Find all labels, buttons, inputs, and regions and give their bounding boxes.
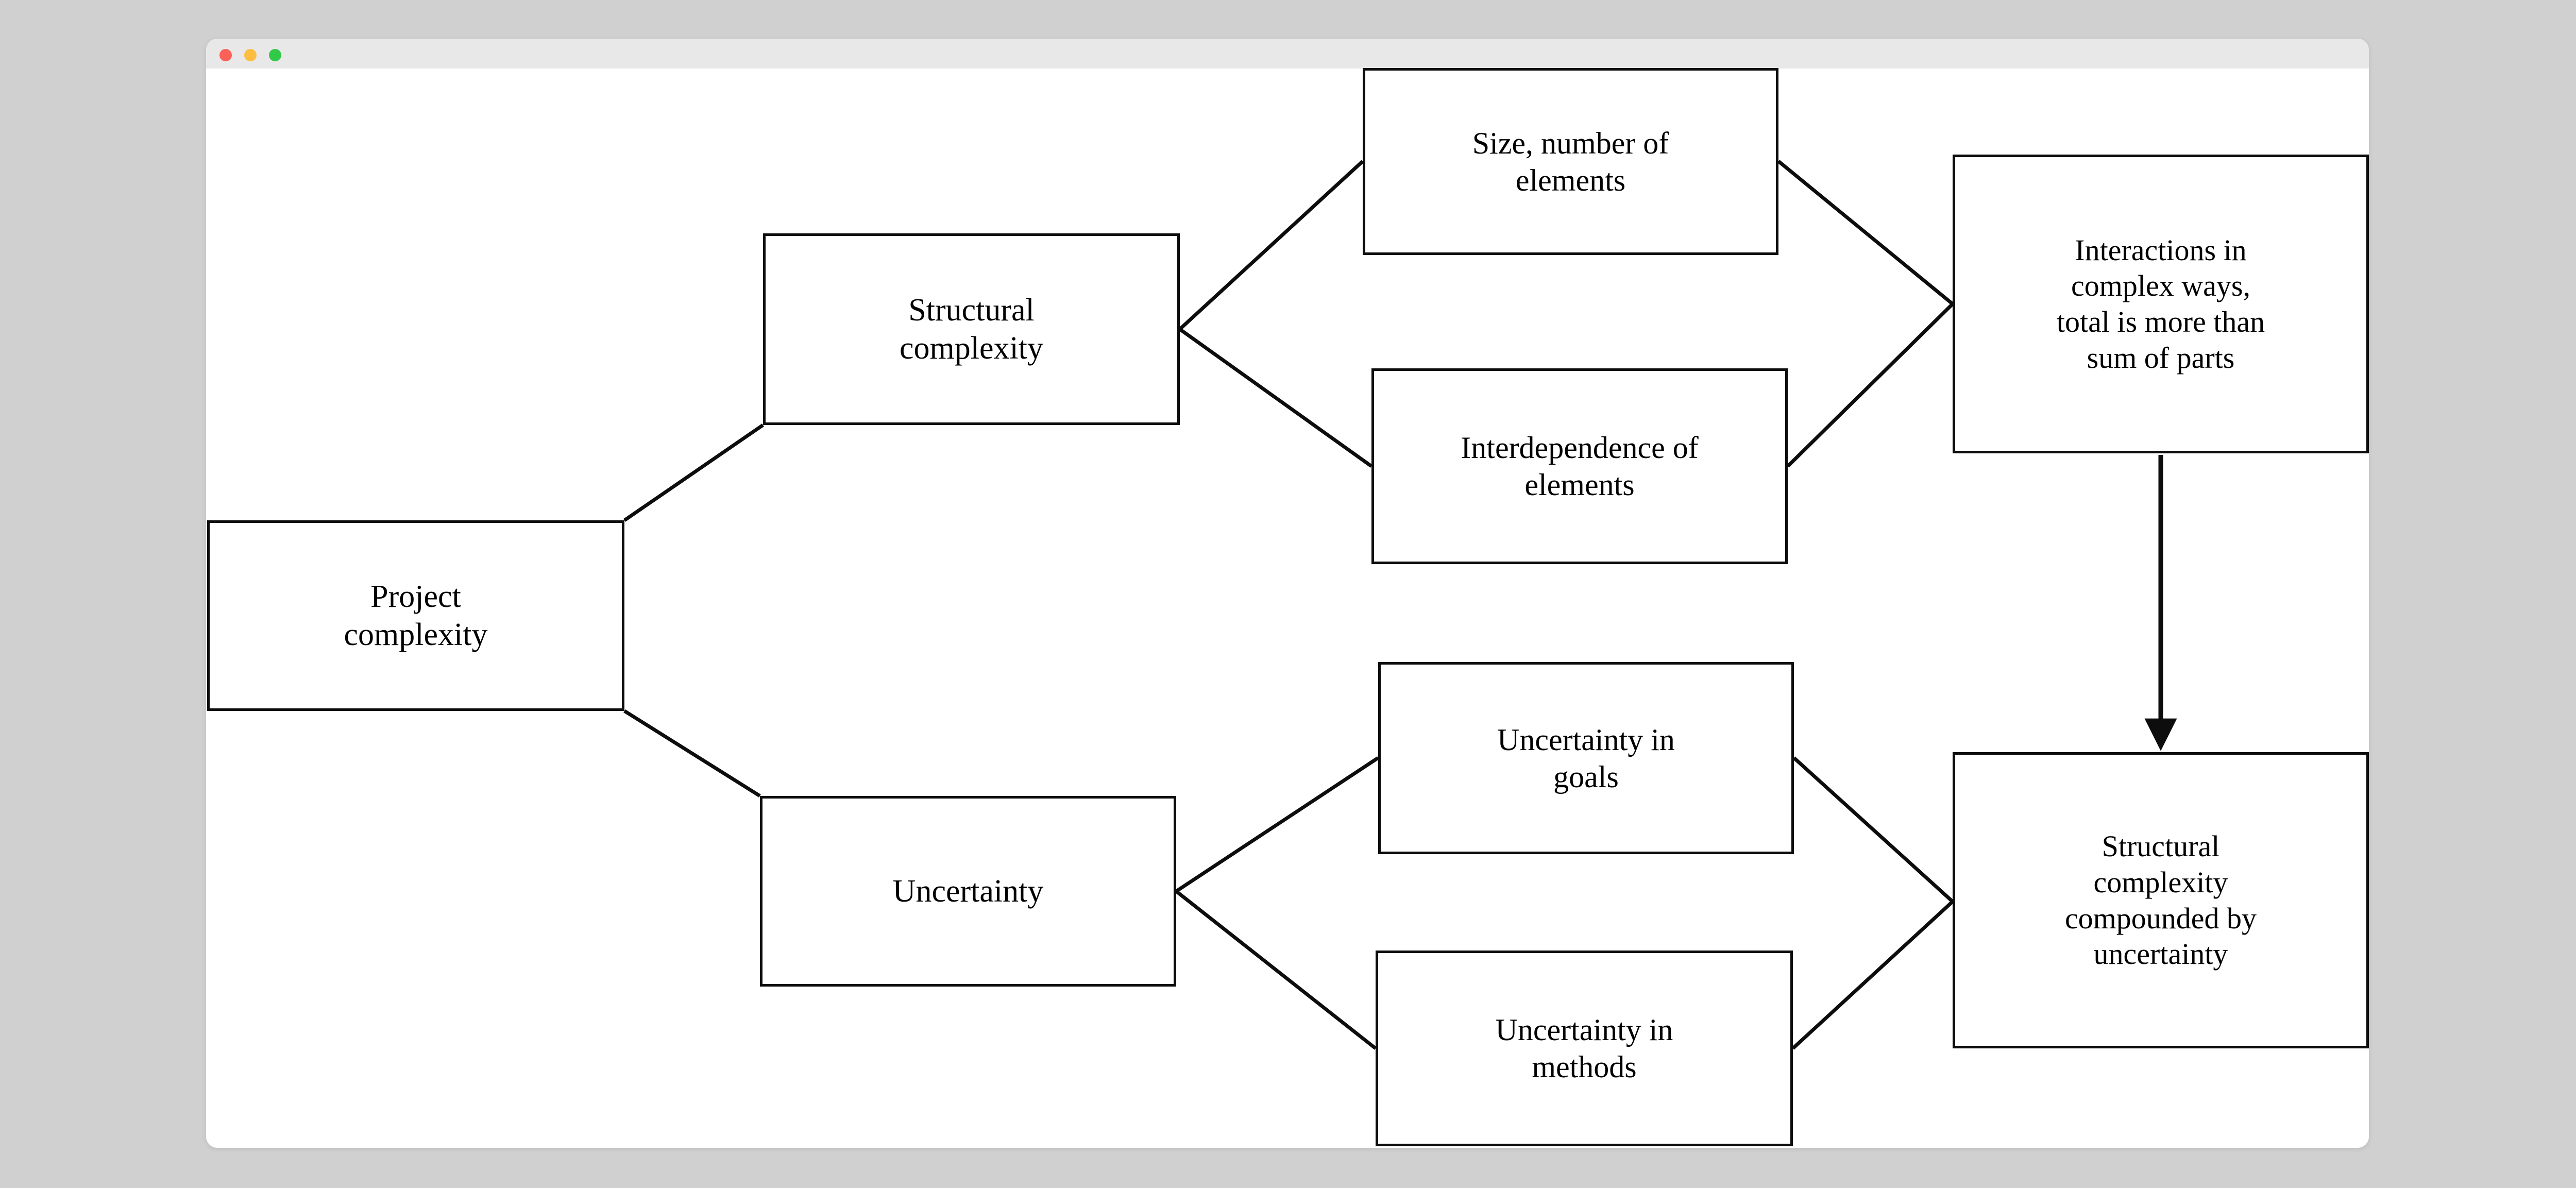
edge-project-to-uncertainty	[623, 709, 761, 797]
node-uncertainty-in-goals[interactable]: Uncertainty in goals	[1378, 662, 1794, 854]
minimize-window-button[interactable]	[244, 49, 257, 61]
edge-interdependence-to-interactions	[1786, 302, 1954, 468]
edge-structural-to-interdependence	[1178, 328, 1373, 468]
node-size-number-of-elements[interactable]: Size, number of elements	[1363, 68, 1778, 255]
diagram-connectors	[623, 160, 2177, 1050]
edge-methods-to-compounded	[1791, 900, 1954, 1050]
app-window: Project complexity Structural complexity…	[206, 39, 2369, 1148]
edge-project-to-structural	[623, 423, 764, 522]
edge-size-to-interactions	[1777, 160, 1954, 306]
window-title-bar	[206, 39, 2369, 69]
node-interactions-in-complex-ways[interactable]: Interactions in complex ways, total is m…	[1953, 155, 2369, 453]
node-project-complexity[interactable]: Project complexity	[207, 520, 624, 711]
node-structural-complexity[interactable]: Structural complexity	[763, 233, 1180, 425]
diagram-canvas: Project complexity Structural complexity…	[206, 68, 2369, 1148]
edge-goals-to-compounded	[1792, 756, 1954, 903]
edge-structural-to-size	[1178, 160, 1364, 331]
close-window-button[interactable]	[219, 49, 232, 61]
node-structural-complexity-compounded[interactable]: Structural complexity compounded by unce…	[1953, 752, 2369, 1048]
edge-uncertainty-to-methods	[1175, 890, 1377, 1050]
node-uncertainty-in-methods[interactable]: Uncertainty in methods	[1376, 951, 1793, 1146]
maximize-window-button[interactable]	[269, 49, 281, 61]
node-interdependence-of-elements[interactable]: Interdependence of elements	[1371, 368, 1788, 564]
edge-uncertainty-to-goals	[1175, 756, 1379, 893]
node-uncertainty[interactable]: Uncertainty	[760, 796, 1176, 987]
